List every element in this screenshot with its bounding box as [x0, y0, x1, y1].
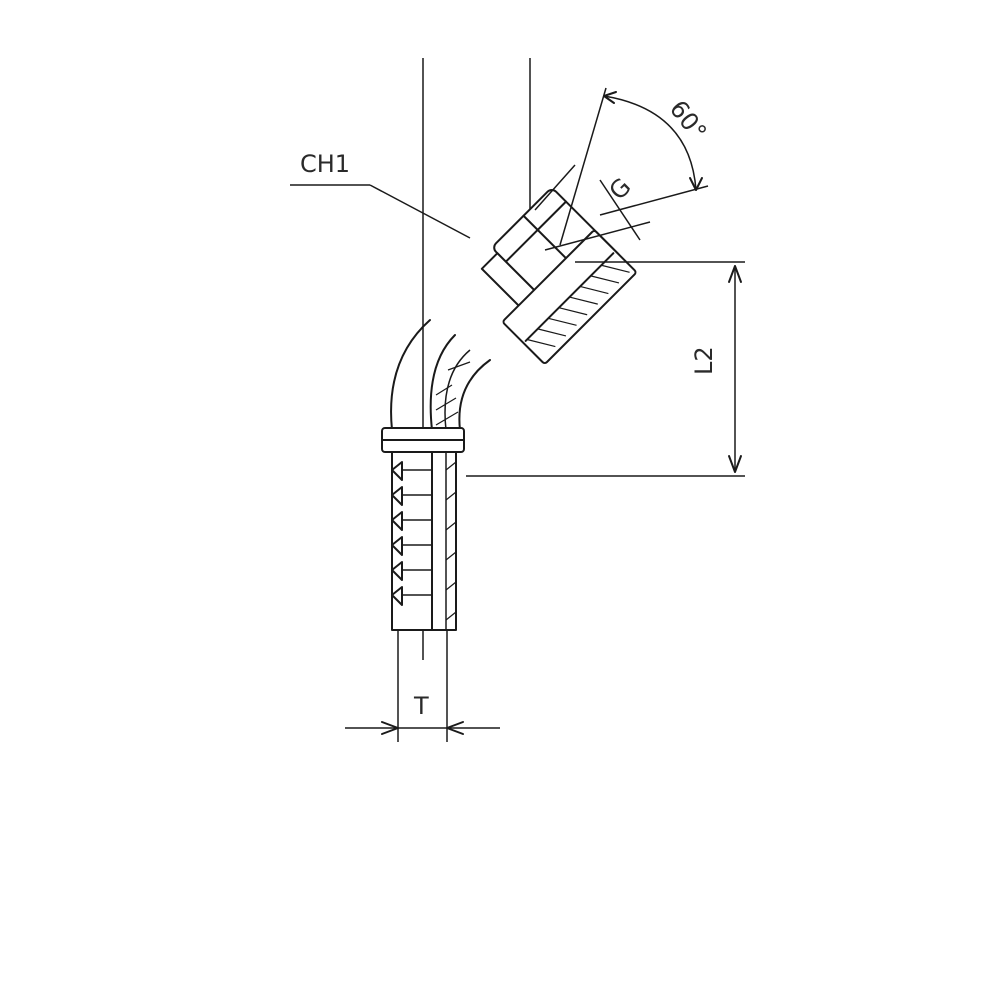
t-label: T [413, 692, 429, 720]
l2-arrow-bottom [728, 455, 742, 473]
angle-arc [603, 95, 697, 191]
angle-label: 60° [664, 95, 712, 146]
t-arrow-right [446, 721, 464, 735]
angle-arrow-top [603, 91, 617, 104]
ch1-label: CH1 [300, 150, 350, 178]
angle-line-b [599, 185, 709, 216]
bent-tube-wall [458, 359, 491, 431]
tube-section-hatch [435, 361, 471, 426]
hex-nut-edge [504, 200, 567, 263]
angle-line-a [559, 87, 607, 246]
fitting-head [480, 188, 637, 365]
bent-tube-outer [390, 319, 431, 431]
g-label: G [604, 173, 637, 206]
hose-tail-hatch [445, 461, 457, 621]
seat-bore-line [524, 252, 615, 342]
t-arrow-left [381, 721, 399, 735]
bent-tube-inner [429, 334, 456, 431]
ch1-leader-diagonal [369, 184, 471, 239]
g-dimension-line [534, 164, 576, 211]
l2-label: L2 [690, 346, 718, 375]
hose-barbs [391, 461, 432, 606]
angle-arrow-bottom [689, 177, 703, 191]
l2-arrow-top [728, 265, 742, 283]
g-dimension-extension [544, 221, 651, 251]
hose-tail [391, 451, 457, 631]
seat-section-hatch [526, 264, 630, 348]
